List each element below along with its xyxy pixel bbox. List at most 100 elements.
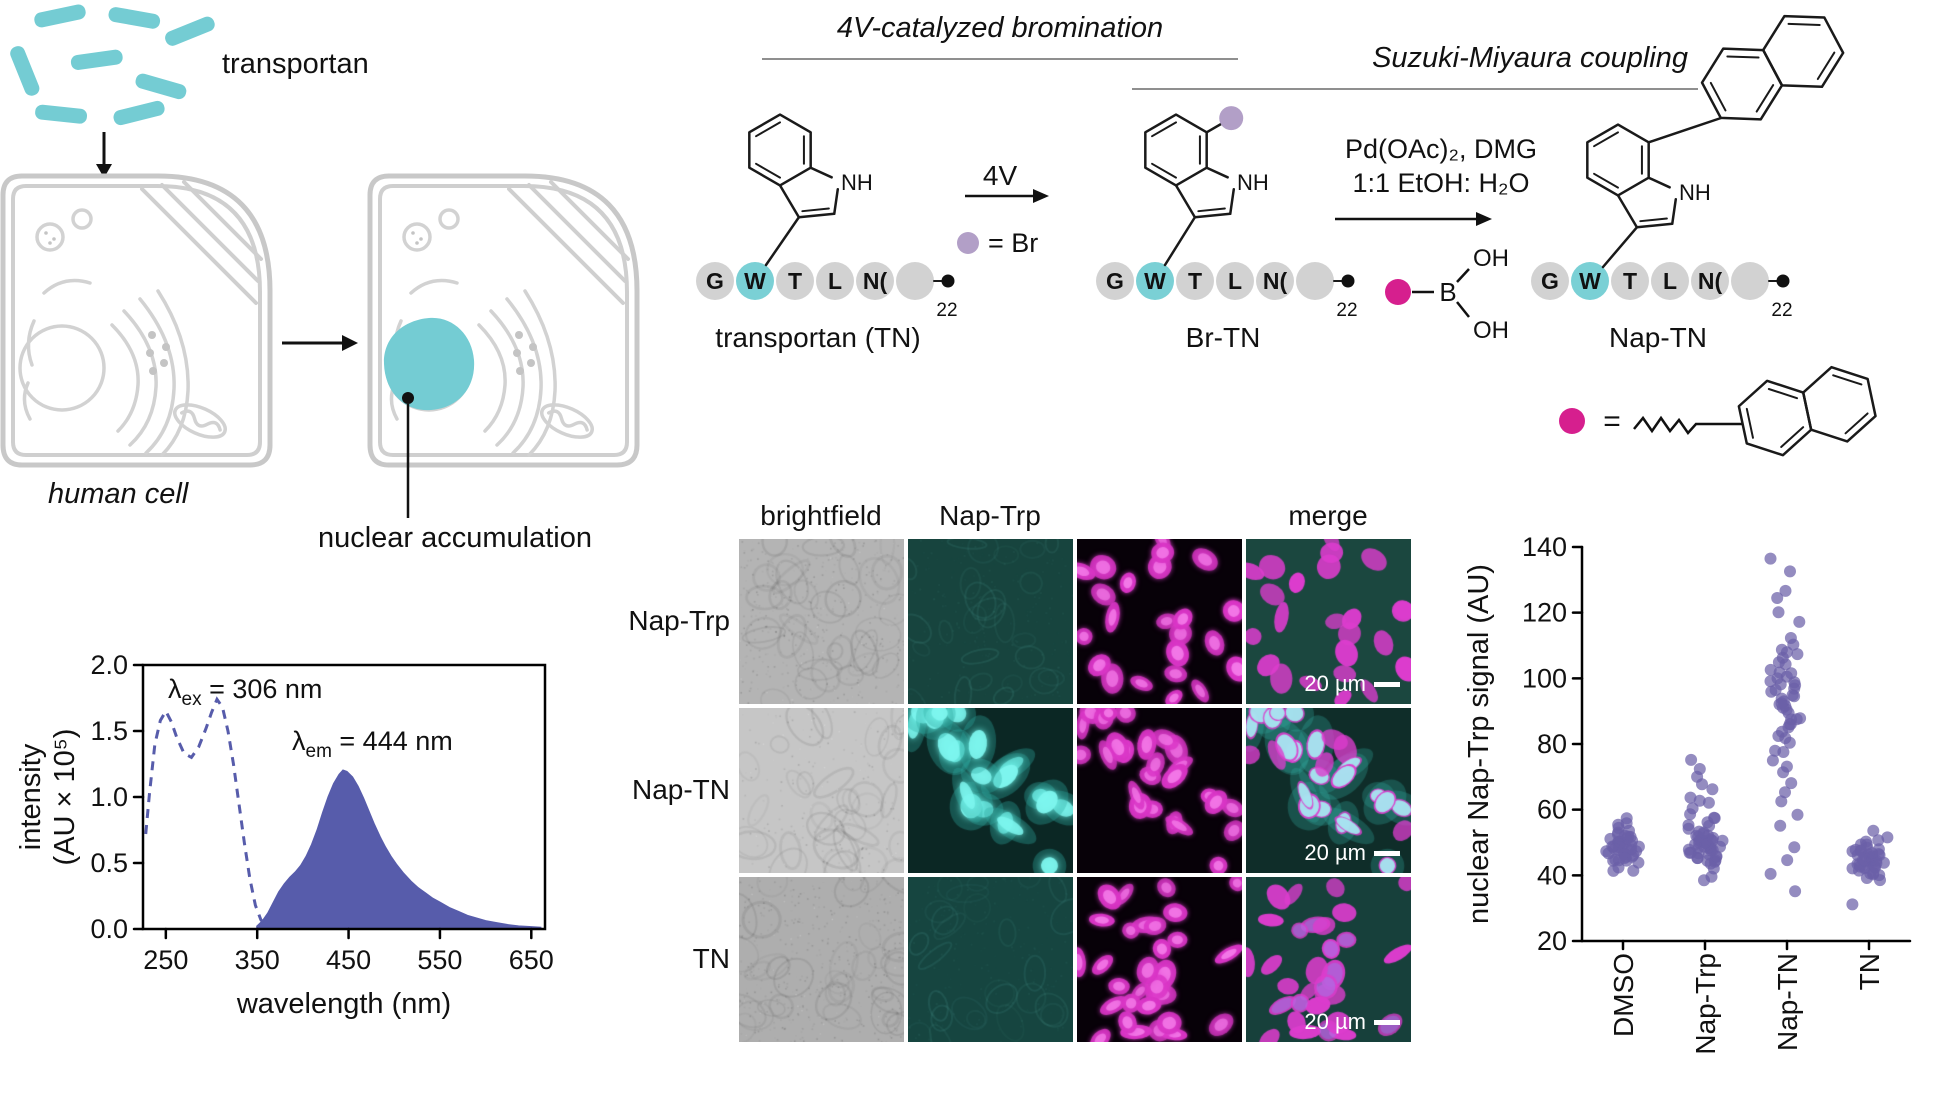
scale-bar: 20 µm: [1250, 671, 1400, 697]
micrograph-panel-row0-col3: [1246, 539, 1411, 704]
y-tick-label: 2.0: [90, 650, 128, 680]
naphthalene-dot-icon: [1559, 408, 1585, 434]
residue-circle: [1296, 262, 1334, 300]
data-point: [1701, 854, 1714, 867]
data-point: [1853, 864, 1865, 877]
data-point: [1693, 794, 1706, 807]
naphthalene-structure: [1700, 14, 1845, 121]
data-point: [1881, 831, 1894, 844]
data-point: [1697, 826, 1710, 839]
y-axis-label: nuclear Nap-Trp signal (AU): [1463, 564, 1495, 924]
indole-structure: [748, 113, 840, 267]
y-axis-label: (AU × 10⁵): [49, 729, 81, 866]
micrograph-panel-row0-col2: [1077, 539, 1242, 704]
boron-label: B: [1439, 277, 1456, 307]
data-point: [1618, 852, 1631, 864]
data-point: [1606, 840, 1619, 853]
column-header-merge: merge: [1288, 500, 1368, 531]
data-point: [1793, 615, 1806, 628]
bromination-heading: 4V-catalyzed bromination: [762, 12, 1238, 60]
chain-end-dot: [941, 274, 955, 288]
data-point: [1684, 808, 1697, 821]
data-point: [1769, 684, 1782, 696]
residue-circle: [896, 262, 934, 300]
data-point: [1789, 885, 1802, 898]
scale-bar: 20 µm: [1250, 1009, 1400, 1035]
residue-circle: [856, 262, 894, 300]
data-point: [1784, 632, 1797, 644]
data-point: [1772, 606, 1785, 619]
annotation: λex = 306 nm: [168, 674, 322, 710]
tn-structure-label: transportan (TN): [715, 322, 921, 353]
down-arrow: [96, 132, 112, 178]
oh-top-label: OH: [1473, 245, 1509, 272]
data-point: [1794, 712, 1807, 725]
data-point: [1867, 824, 1880, 837]
category-label: DMSO: [1608, 953, 1639, 1037]
human-cell-left: [3, 176, 270, 465]
annotation: λem = 444 nm: [292, 726, 453, 762]
residue-letter: L: [828, 268, 842, 294]
data-point: [1685, 753, 1698, 766]
data-point: [1783, 736, 1796, 749]
bromination-arrowhead: [1033, 189, 1049, 203]
repeat-subscript-brtn: 22: [1336, 300, 1357, 321]
boronic-acid-structure: B OH OH: [1385, 245, 1509, 344]
arrow1-label: 4V: [983, 160, 1018, 191]
naphthalene-dot-icon: [1385, 279, 1411, 305]
y-tick-label: 0.0: [90, 914, 128, 944]
scale-bar-label: 20 µm: [1304, 1009, 1366, 1034]
nap-equals-label: =: [1603, 405, 1621, 438]
data-point: [1775, 697, 1788, 710]
x-axis-label: wavelength (nm): [236, 988, 451, 1020]
scale-bar-label: 20 µm: [1304, 671, 1366, 696]
data-point: [1874, 874, 1886, 887]
data-point: [1706, 783, 1719, 796]
micrograph-panel-row2-col1: [908, 877, 1073, 1042]
data-point: [1772, 730, 1785, 742]
residue-letter: G: [706, 268, 724, 294]
residue-circle: [1256, 262, 1294, 300]
data-point: [1785, 667, 1798, 680]
residue-letter: N(: [1698, 268, 1723, 294]
data-point: [1777, 746, 1790, 758]
micrograph-panel-row0-col1: [908, 539, 1073, 704]
data-point: [1789, 679, 1802, 692]
teal-nucleus: [383, 317, 475, 411]
human-cell-right: [370, 176, 637, 518]
micrograph-panel-row1-col2: [1077, 708, 1242, 873]
data-point: [1710, 850, 1723, 863]
data-point: [1846, 898, 1859, 911]
y-tick-label: 80: [1537, 729, 1567, 759]
data-point: [1791, 808, 1804, 821]
data-point: [1775, 643, 1788, 656]
y-tick-label: 1.5: [90, 716, 128, 746]
y-tick-label: 60: [1537, 795, 1567, 825]
residue-circle: [1731, 262, 1769, 300]
residue-circle: [1531, 262, 1569, 300]
data-point: [1716, 834, 1729, 847]
data-point: [1784, 565, 1796, 578]
scale-bar-line: [1374, 850, 1400, 856]
scale-bar-line: [1374, 681, 1400, 687]
column-header-brightfield: brightfield: [760, 500, 882, 531]
residue-letter: T: [788, 268, 802, 294]
data-point: [1684, 791, 1697, 804]
br-dot-icon: [957, 232, 979, 254]
x-tick-label: 450: [326, 945, 371, 975]
category-label: Nap-TN: [1772, 953, 1803, 1051]
coupling-arrowhead: [1476, 212, 1492, 226]
transportan-rods: [10, 4, 215, 126]
residue-letter: W: [1579, 268, 1601, 294]
indole-structure: [1586, 116, 1723, 269]
nh-label-naptn: NH: [1679, 180, 1711, 205]
nh-label-tn: NH: [841, 170, 873, 195]
human-cell-label: human cell: [48, 478, 189, 510]
chain-end-dot: [1776, 274, 1790, 288]
data-point: [1766, 754, 1779, 767]
nucleus-pointer-dot: [402, 392, 414, 404]
scale-bar: 20 µm: [1250, 840, 1400, 866]
data-point: [1775, 795, 1788, 808]
